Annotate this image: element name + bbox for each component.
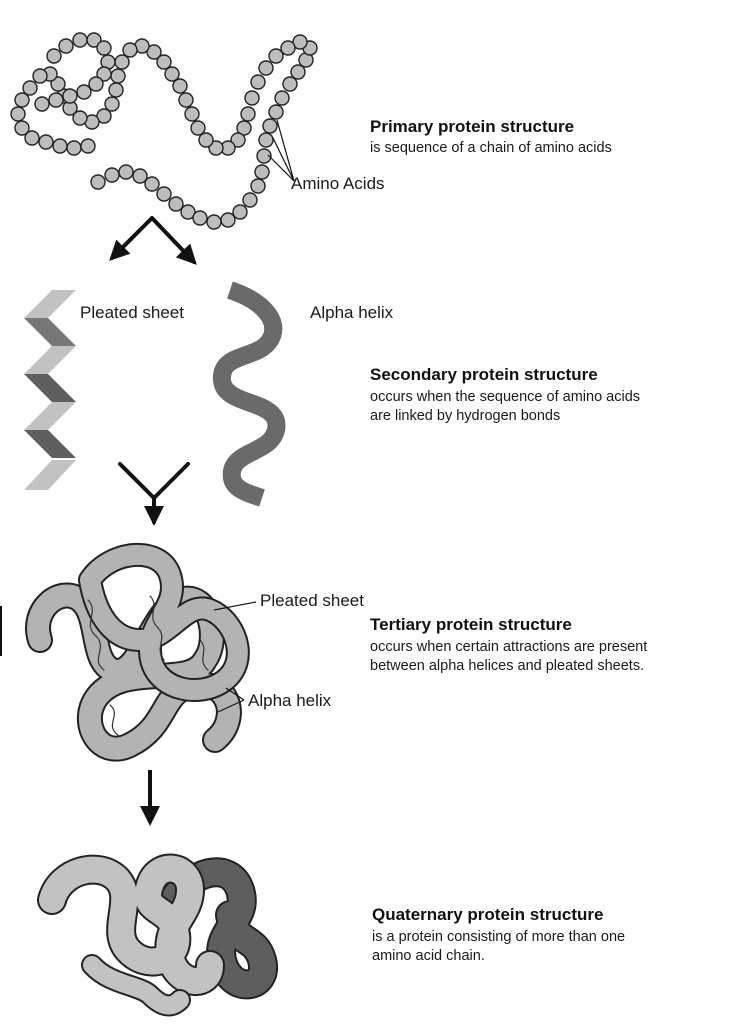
amino-acid-bead bbox=[22, 80, 38, 96]
secondary-title: Secondary protein structure bbox=[370, 365, 598, 384]
amino-acid-bead bbox=[114, 54, 130, 70]
tertiary-description-line2: between alpha helices and pleated sheets… bbox=[370, 658, 644, 674]
amino-acid-bead bbox=[52, 138, 68, 154]
quaternary-description-line2: amino acid chain. bbox=[372, 948, 485, 964]
amino-acid-bead bbox=[110, 68, 126, 84]
amino-acid-bead bbox=[156, 54, 172, 70]
amino-acid-bead bbox=[164, 66, 180, 82]
amino-acid-bead bbox=[268, 48, 284, 64]
pleated-sheet-shape bbox=[24, 290, 76, 490]
amino-acid-bead bbox=[280, 40, 296, 56]
amino-acid-bead bbox=[192, 210, 208, 226]
amino-acid-bead bbox=[72, 110, 88, 126]
amino-acid-bead bbox=[88, 76, 104, 92]
primary-description: is sequence of a chain of amino acids bbox=[370, 140, 612, 156]
amino-acid-bead bbox=[80, 138, 96, 154]
tertiary-alpha-helix-label: Alpha helix bbox=[248, 691, 332, 710]
amino-acid-bead bbox=[208, 140, 224, 156]
secondary-alpha-helix-label: Alpha helix bbox=[310, 303, 394, 322]
amino-acid-bead bbox=[236, 120, 252, 136]
amino-acid-bead bbox=[168, 196, 184, 212]
amino-acid-bead bbox=[282, 76, 298, 92]
amino-acid-bead bbox=[206, 214, 222, 230]
amino-acid-bead bbox=[240, 106, 256, 122]
amino-acid-bead bbox=[38, 134, 54, 150]
amino-acid-bead bbox=[274, 90, 290, 106]
amino-acids-callout-lines bbox=[267, 119, 295, 182]
amino-acid-bead bbox=[156, 186, 172, 202]
amino-acid-bead bbox=[76, 84, 92, 100]
amino-acid-bead bbox=[90, 174, 106, 190]
amino-acid-bead bbox=[122, 42, 138, 58]
amino-acid-bead bbox=[184, 106, 200, 122]
amino-acid-bead bbox=[258, 60, 274, 76]
secondary-description-line1: occurs when the sequence of amino acids bbox=[370, 389, 640, 405]
amino-acid-bead bbox=[104, 96, 120, 112]
amino-acid-bead bbox=[146, 44, 162, 60]
tertiary-description-line1: occurs when certain attractions are pres… bbox=[370, 639, 647, 655]
secondary-pleated-sheet-label: Pleated sheet bbox=[80, 303, 184, 322]
amino-acid-bead bbox=[14, 120, 30, 136]
amino-acid-bead bbox=[250, 74, 266, 90]
amino-acid-bead bbox=[258, 132, 274, 148]
amino-acid-bead bbox=[292, 34, 308, 50]
amino-acid-bead bbox=[96, 108, 112, 124]
amino-acid-bead bbox=[250, 178, 266, 194]
amino-acid-bead bbox=[254, 164, 270, 180]
amino-acid-bead bbox=[46, 48, 62, 64]
amino-acids-label: Amino Acids bbox=[291, 174, 385, 193]
amino-acid-chain bbox=[10, 32, 318, 230]
amino-acid-bead bbox=[256, 148, 272, 164]
tertiary-title: Tertiary protein structure bbox=[370, 615, 572, 634]
tertiary-pleated-sheet-label: Pleated sheet bbox=[260, 591, 364, 610]
amino-acid-bead bbox=[244, 90, 260, 106]
amino-acid-bead bbox=[72, 32, 88, 48]
tertiary-callout-lines bbox=[213, 601, 257, 713]
amino-acid-bead bbox=[50, 76, 66, 92]
amino-acid-bead bbox=[262, 118, 278, 134]
amino-acid-bead bbox=[96, 40, 112, 56]
split-arrow bbox=[109, 216, 197, 265]
amino-acid-bead bbox=[242, 192, 258, 208]
quaternary-multi-chain-blob bbox=[37, 853, 278, 1017]
primary-title: Primary protein structure bbox=[370, 117, 574, 136]
amino-acid-bead bbox=[180, 204, 196, 220]
amino-acid-bead bbox=[178, 92, 194, 108]
merge-arrow bbox=[118, 462, 190, 526]
amino-acid-bead bbox=[34, 96, 50, 112]
amino-acid-bead bbox=[232, 204, 248, 220]
amino-acid-bead bbox=[32, 68, 48, 84]
amino-acid-bead bbox=[10, 106, 26, 122]
tertiary-folded-ribbon bbox=[25, 542, 250, 762]
amino-acid-bead bbox=[230, 132, 246, 148]
amino-acid-bead bbox=[104, 167, 120, 183]
alpha-helix-shape bbox=[213, 281, 286, 507]
amino-acid-bead bbox=[220, 212, 236, 228]
amino-acid-bead bbox=[132, 168, 148, 184]
amino-acid-bead bbox=[24, 130, 40, 146]
amino-acid-bead bbox=[48, 92, 64, 108]
amino-acid-bead bbox=[190, 120, 206, 136]
amino-acid-bead bbox=[144, 176, 160, 192]
quaternary-title: Quaternary protein structure bbox=[372, 905, 603, 924]
amino-acid-bead bbox=[172, 78, 188, 94]
amino-acid-bead bbox=[96, 66, 112, 82]
amino-acid-bead bbox=[198, 132, 214, 148]
amino-acid-bead bbox=[290, 64, 306, 80]
secondary-description-line2: are linked by hydrogen bonds bbox=[370, 408, 560, 424]
amino-acid-bead bbox=[62, 88, 78, 104]
amino-acid-bead bbox=[86, 32, 102, 48]
amino-acid-bead bbox=[66, 140, 82, 156]
amino-acid-bead bbox=[118, 164, 134, 180]
amino-acid-bead bbox=[268, 104, 284, 120]
amino-acid-bead bbox=[14, 92, 30, 108]
amino-acid-bead bbox=[58, 38, 74, 54]
quaternary-description-line1: is a protein consisting of more than one bbox=[372, 929, 625, 945]
amino-acid-bead bbox=[108, 82, 124, 98]
